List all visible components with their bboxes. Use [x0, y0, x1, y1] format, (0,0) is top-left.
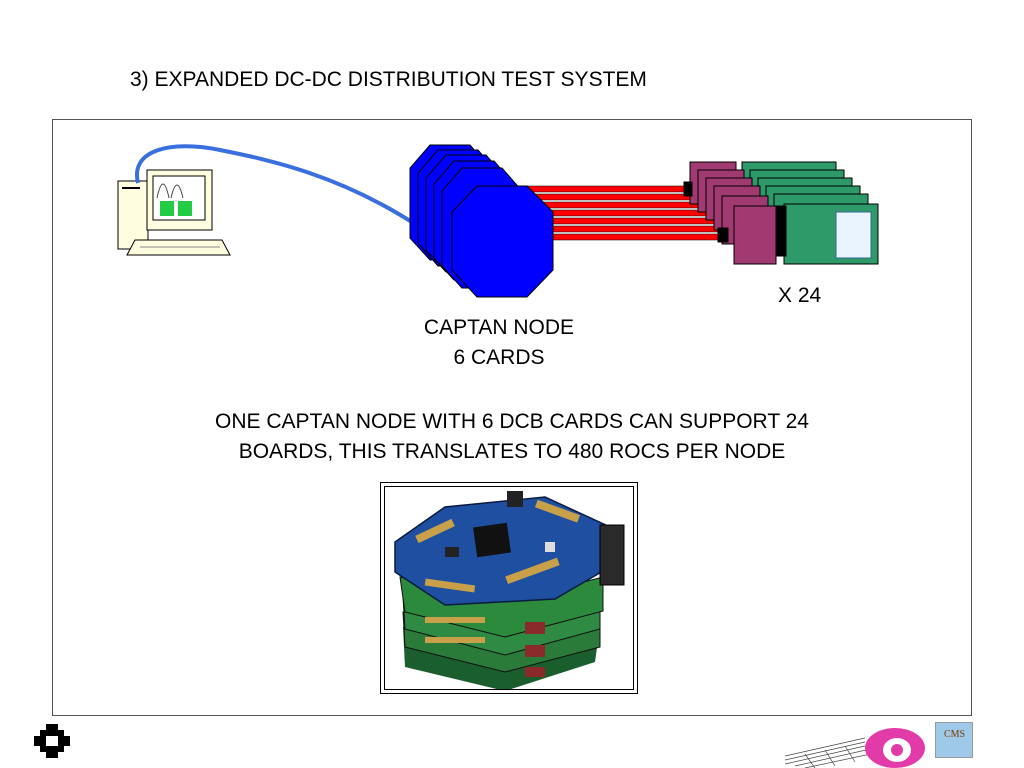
description-line2: BOARDS, THIS TRANSLATES TO 480 ROCS PER … [238, 440, 786, 463]
captan-photo-frame [380, 482, 638, 694]
readout-boards-icon [683, 161, 879, 265]
system-diagram [117, 144, 879, 298]
captan-stack-photo [385, 487, 633, 689]
computer-icon [117, 169, 231, 256]
multiplier-label: X 24 [778, 284, 822, 307]
node-label-line2: 6 CARDS [453, 346, 545, 369]
node-label: CAPTAN NODE 6 CARDS [399, 313, 599, 373]
usb-cable [134, 144, 420, 228]
fermilab-logo [34, 724, 70, 758]
cms-logo: CMS [935, 722, 973, 758]
description-text: ONE CAPTAN NODE WITH 6 DCB CARDS CAN SUP… [112, 407, 912, 467]
detector-graphic [785, 728, 925, 768]
slide-title: 3) EXPANDED DC-DC DISTRIBUTION TEST SYST… [130, 68, 647, 91]
captan-node-icon [409, 144, 554, 298]
node-label-line1: CAPTAN NODE [423, 316, 575, 339]
content-frame [52, 119, 972, 716]
description-line1: ONE CAPTAN NODE WITH 6 DCB CARDS CAN SUP… [215, 410, 809, 433]
cms-logo-text: CMS [944, 729, 966, 740]
